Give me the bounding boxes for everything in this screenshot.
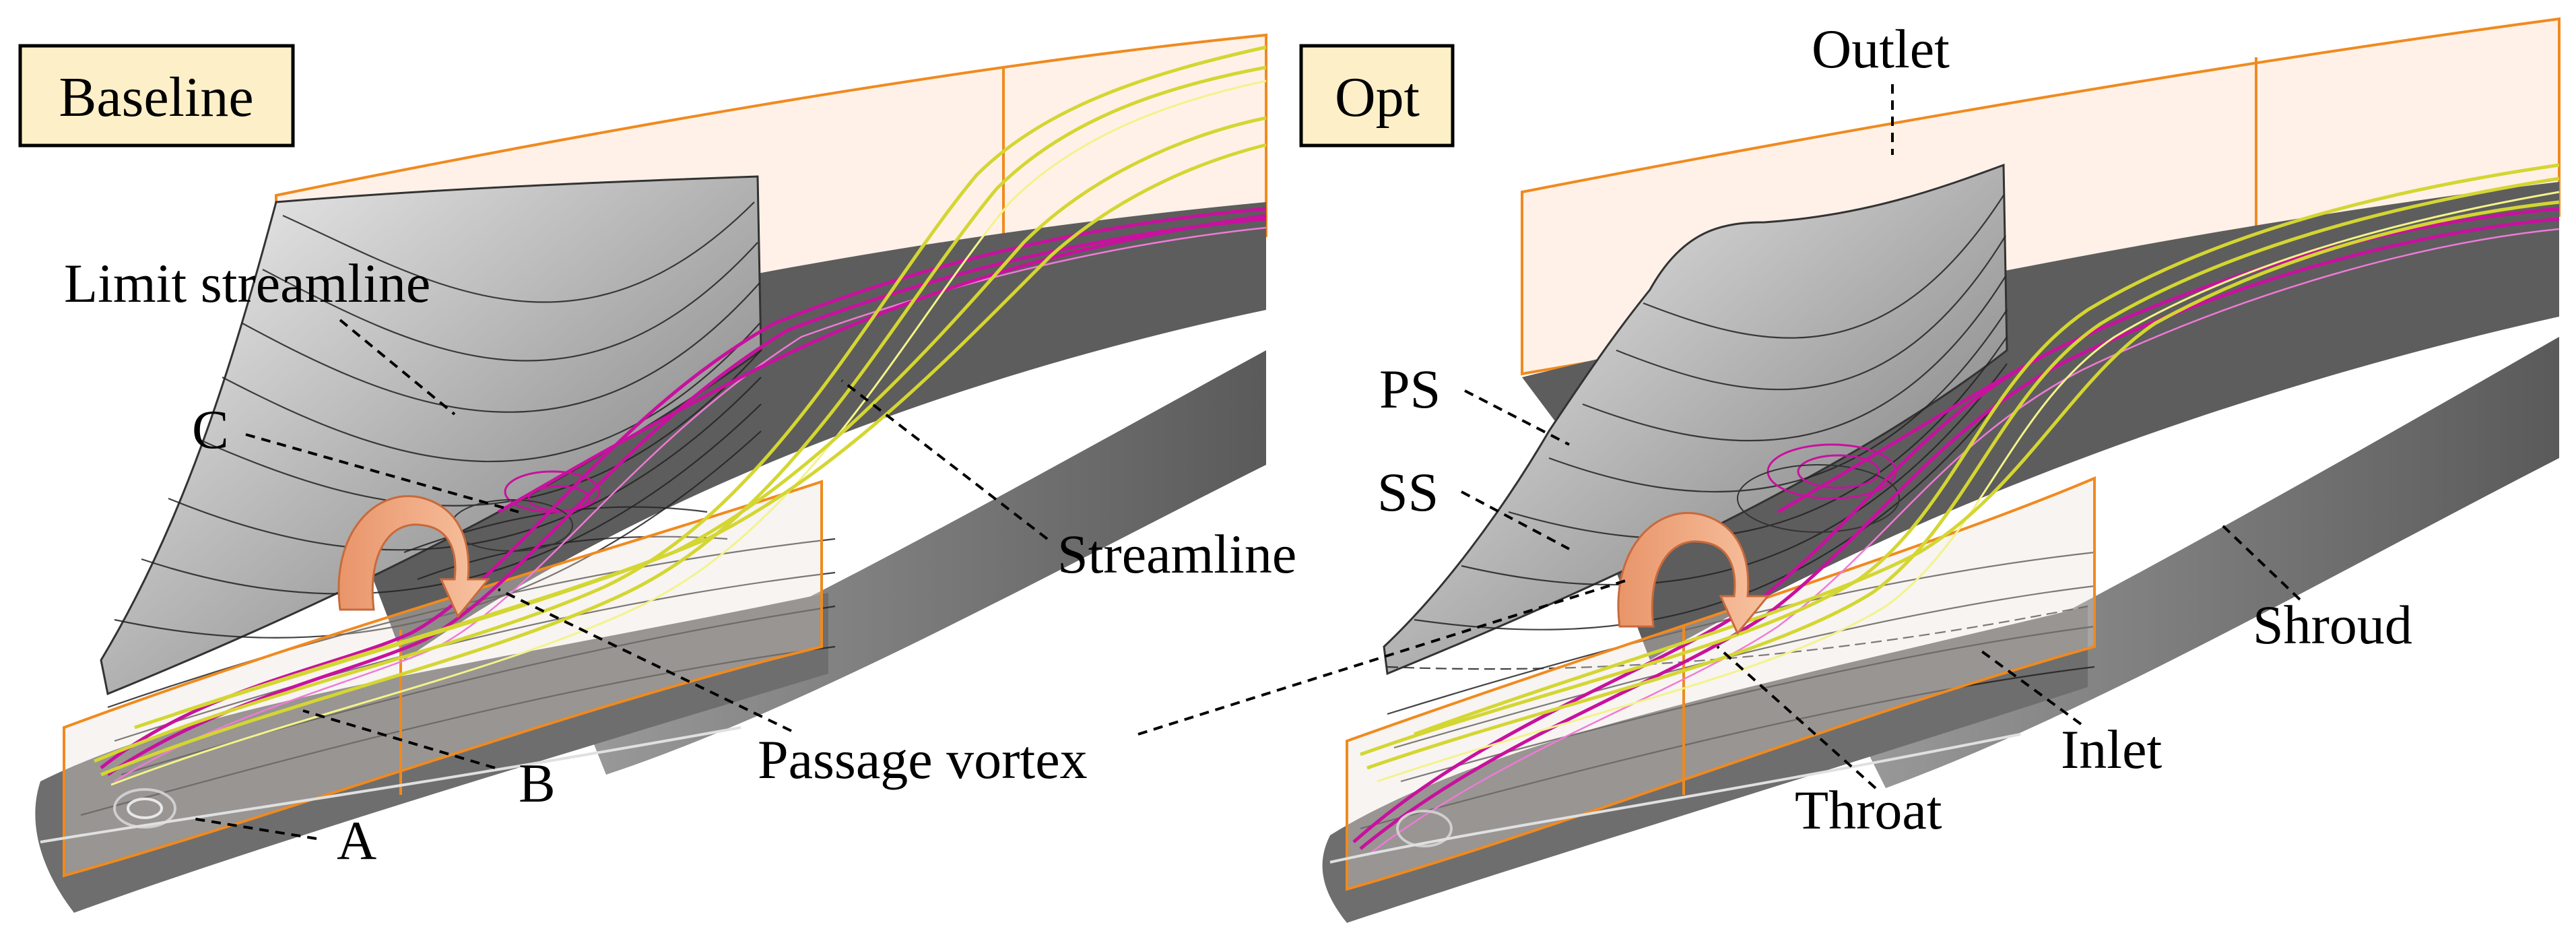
label-ps: PS: [1379, 358, 1441, 420]
panel-title-opt: Opt: [1335, 66, 1420, 129]
label-box-opt: [1299, 44, 1455, 148]
corner-vortex-a: [40, 726, 741, 843]
hub-floor: [35, 593, 828, 913]
label-outlet: Outlet: [1812, 18, 1950, 79]
passage-vortex-arrow-opt: [1617, 512, 1771, 635]
yellow-streamlines: [94, 45, 1267, 786]
shroud-surface-opt: [1522, 182, 2559, 660]
magenta-streamlines: [100, 207, 1267, 783]
label-b: B: [519, 752, 556, 814]
panel-opt: Opt Outlet PS SS Shroud Inlet Throat: [1299, 17, 2561, 923]
label-ss: SS: [1377, 461, 1439, 523]
label-c: C: [192, 399, 229, 460]
label-passage-vortex: Passage vortex: [758, 729, 1088, 790]
hub-floor-opt: [1322, 606, 2088, 923]
panel-baseline: Baseline Limit streamline C Streamline B…: [18, 33, 1296, 913]
blade-opt: [1383, 163, 2008, 676]
corner-vortex-opt: [1329, 733, 2021, 864]
label-inlet: Inlet: [2061, 719, 2162, 780]
panel-title-baseline: Baseline: [59, 66, 253, 129]
label-shroud: Shroud: [2253, 594, 2412, 655]
label-streamline: Streamline: [1057, 523, 1296, 585]
inlet-plane-opt: [1346, 476, 2096, 891]
label-limit-streamline: Limit streamline: [64, 253, 430, 314]
passage-vortex-arrow-baseline: [337, 495, 491, 618]
yellow-streamlines-opt: [1360, 163, 2560, 783]
label-throat: Throat: [1795, 779, 1942, 841]
label-box-baseline: [18, 44, 295, 148]
label-a: A: [337, 810, 376, 871]
